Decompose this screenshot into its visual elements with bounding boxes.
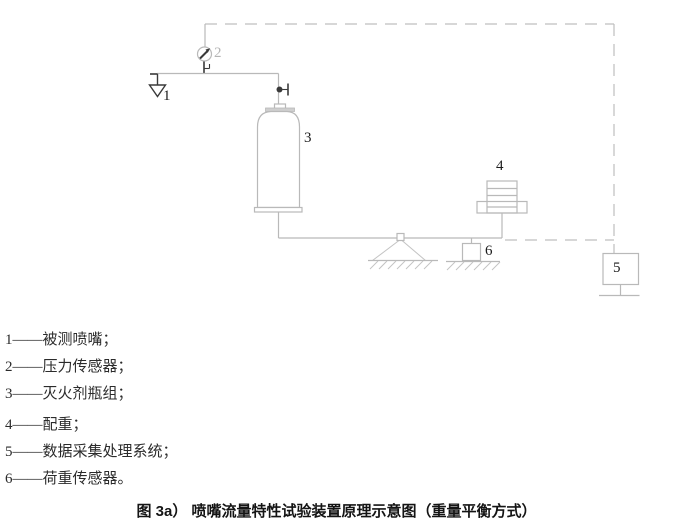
callout-label-nozzle: 1 [163, 88, 171, 104]
callout-label-load-cell: 6 [485, 243, 493, 259]
legend-item-3: 3——灭火剂瓶组； [5, 386, 133, 402]
pipe-lines [157, 72, 280, 105]
counterweight-stack-icon [476, 180, 528, 238]
legend-item-2: 2——压力传感器； [5, 359, 133, 375]
legend-item-5: 5——数据采集处理系统； [5, 444, 178, 460]
agent-bottle-icon [253, 103, 303, 213]
load-cell-icon [446, 238, 501, 271]
nozzle-icon [148, 73, 167, 98]
daq-box-icon [599, 252, 640, 297]
signal-dashed-line [205, 23, 615, 253]
ground-hatch-icon [368, 259, 438, 270]
callout-label-counterweight: 4 [496, 158, 504, 174]
callout-label-agent-bottle: 3 [304, 130, 312, 146]
balance-beam-icon [277, 212, 502, 239]
pressure-gauge-icon [196, 24, 213, 74]
legend-item-1: 1——被测喷嘴； [5, 332, 118, 348]
legend-item-6: 6——荷重传感器。 [5, 471, 133, 487]
valve-icon [276, 83, 289, 96]
callout-label-daq-system: 5 [613, 260, 621, 276]
callout-label-pressure-sensor: 2 [214, 45, 222, 61]
legend-item-4: 4——配重； [5, 417, 88, 433]
fulcrum-icon [372, 232, 426, 261]
figure-caption: 图 3a） 喷嘴流量特性试验装置原理示意图（重量平衡方式） [136, 503, 537, 520]
